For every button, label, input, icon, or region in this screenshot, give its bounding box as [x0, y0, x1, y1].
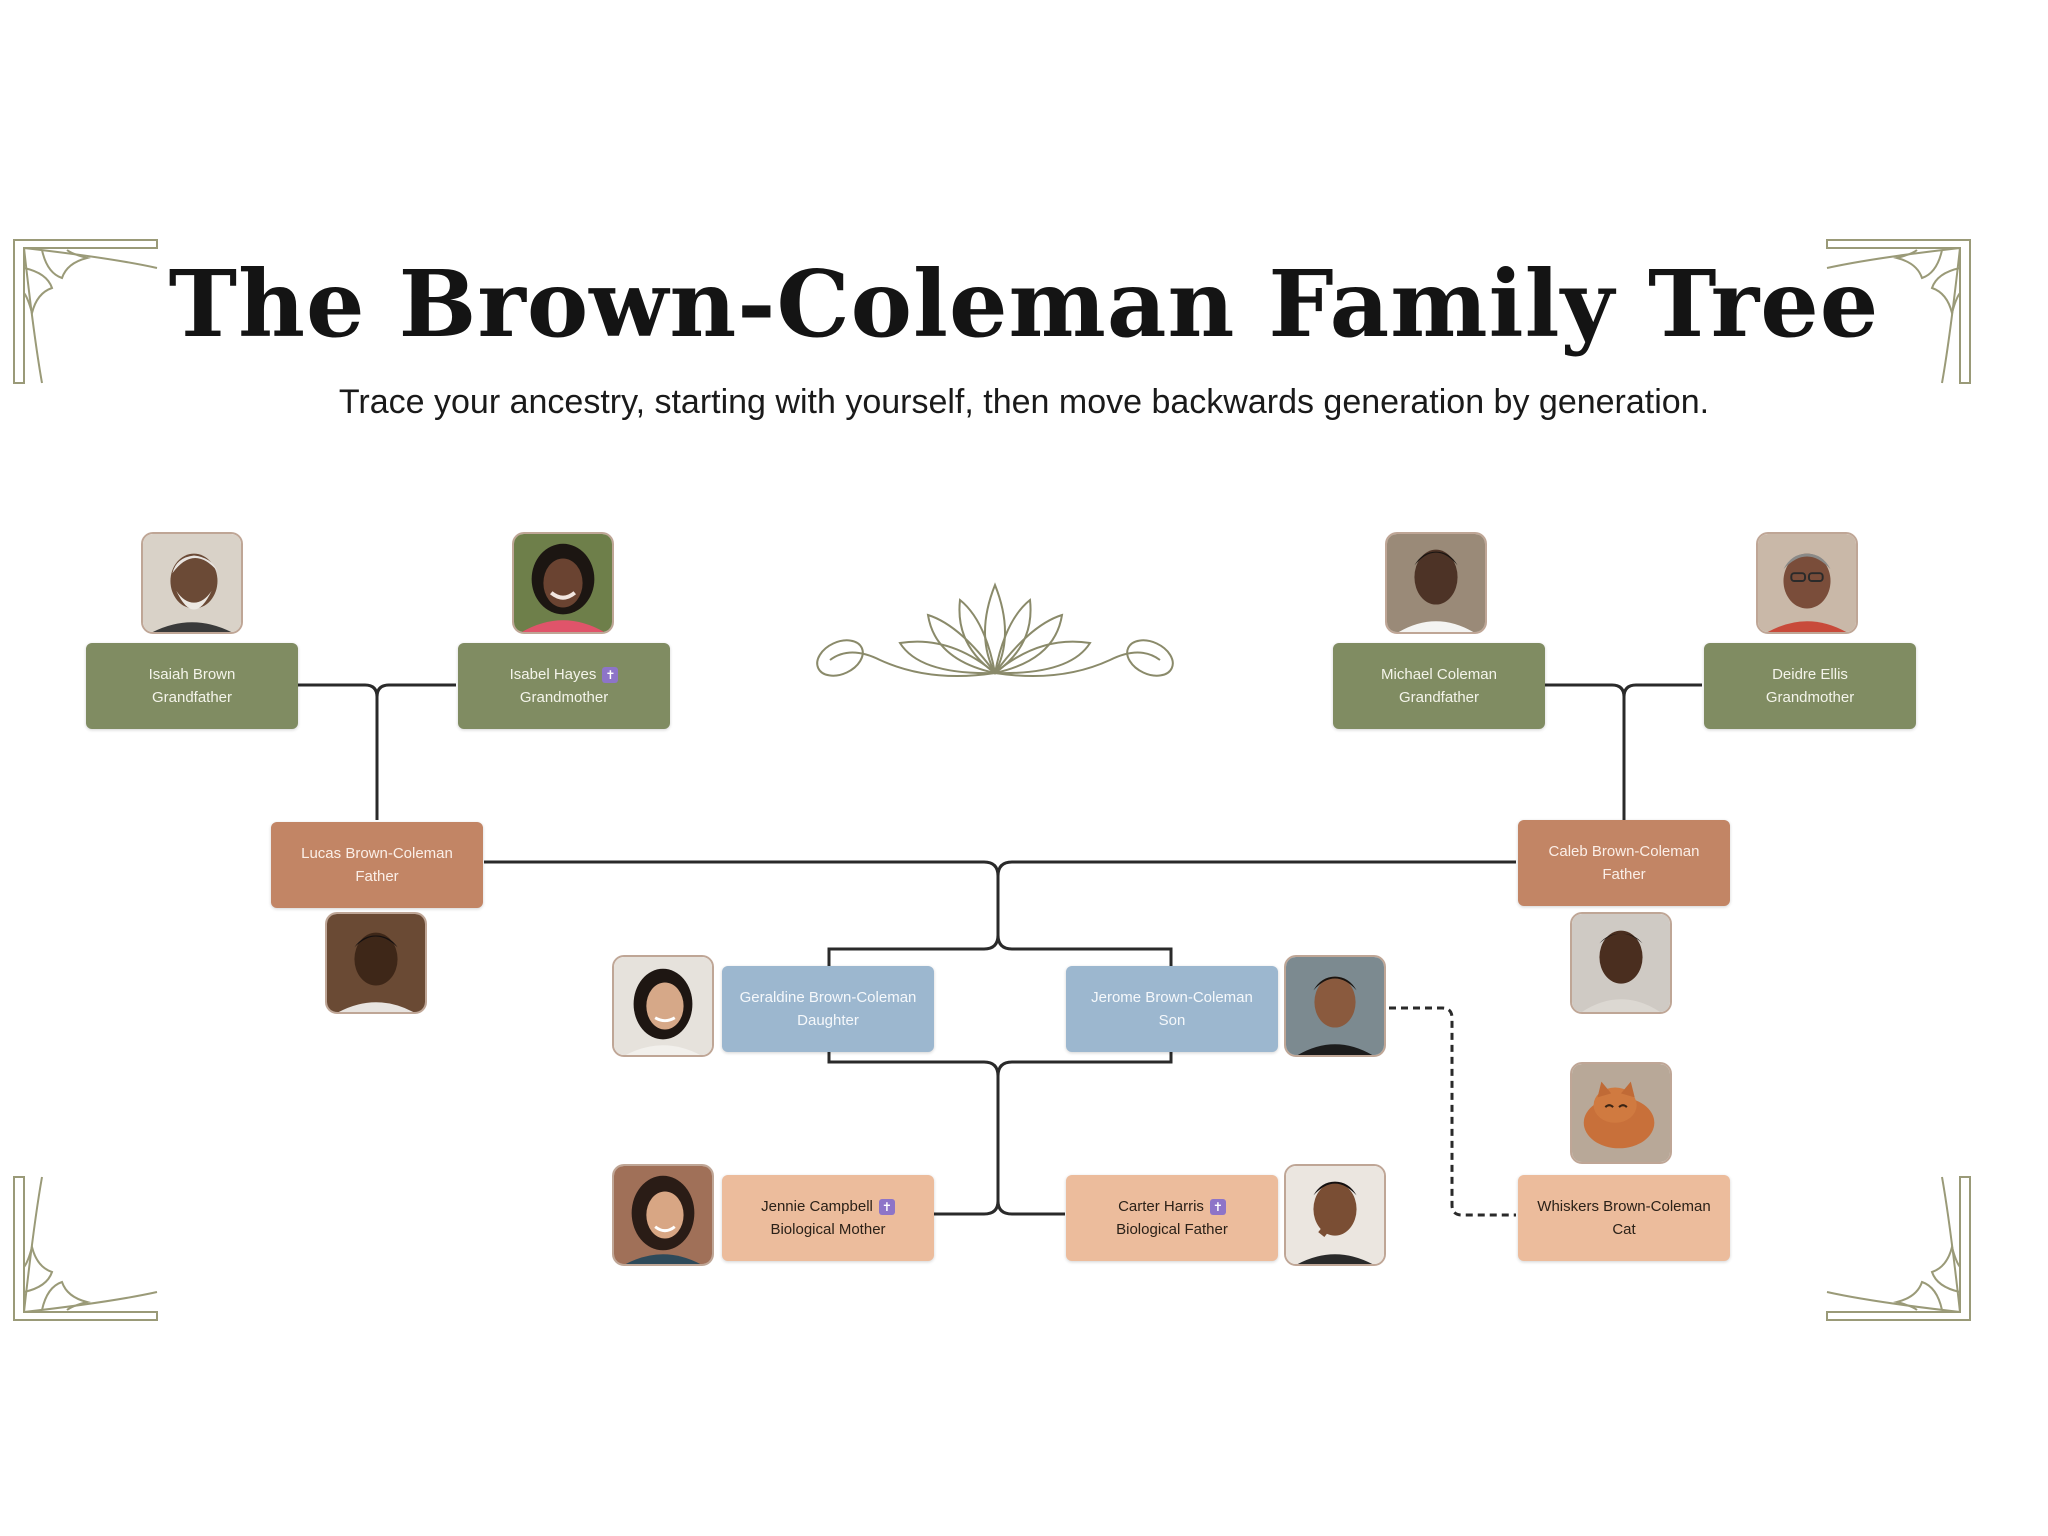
page-title: The Brown-Coleman Family Tree: [168, 250, 1880, 358]
page-subtitle: Trace your ancestry, starting with yours…: [338, 383, 1710, 421]
person-name: Michael Coleman: [1381, 666, 1497, 683]
person-role: Daughter: [797, 1012, 859, 1029]
person-name: Jerome Brown-Coleman: [1091, 989, 1253, 1006]
corner-flourish-icon: [1826, 239, 1971, 384]
person-name: Caleb Brown-Coleman: [1548, 843, 1700, 860]
person-card-michael[interactable]: Michael Coleman Grandfather: [1333, 643, 1545, 729]
portrait-lucas[interactable]: [325, 912, 427, 1014]
person-role: Cat: [1612, 1221, 1636, 1238]
corner-flourish-icon: [1826, 1176, 1971, 1321]
person-role: Grandmother: [1765, 689, 1855, 706]
person-name: Jennie Campbell: [761, 1198, 873, 1215]
person-card-isabel[interactable]: Isabel Hayes ✝ Grandmother: [458, 643, 670, 729]
lotus-icon: [816, 582, 1174, 677]
person-card-carter[interactable]: Carter Harris ✝ Biological Father: [1066, 1175, 1278, 1261]
person-role: Father: [1602, 866, 1646, 883]
person-role: Biological Mother: [770, 1221, 886, 1238]
portrait-whiskers[interactable]: [1570, 1062, 1672, 1164]
person-name: Lucas Brown-Coleman: [301, 845, 453, 862]
person-name: Whiskers Brown-Coleman: [1537, 1198, 1711, 1215]
corner-flourish-icon: [13, 239, 158, 384]
person-card-whiskers[interactable]: Whiskers Brown-Coleman Cat: [1518, 1175, 1730, 1261]
portrait-jennie[interactable]: [612, 1164, 714, 1266]
person-role: Grandfather: [1398, 689, 1480, 706]
person-name: Carter Harris: [1118, 1198, 1204, 1215]
person-name: Geraldine Brown-Coleman: [739, 989, 917, 1006]
person-card-geraldine[interactable]: Geraldine Brown-Coleman Daughter: [722, 966, 934, 1052]
portrait-michael[interactable]: [1385, 532, 1487, 634]
portrait-deidre[interactable]: [1756, 532, 1858, 634]
person-role: Grandmother: [519, 689, 609, 706]
person-card-jennie[interactable]: Jennie Campbell ✝ Biological Mother: [722, 1175, 934, 1261]
portrait-isabel[interactable]: [512, 532, 614, 634]
person-card-lucas[interactable]: Lucas Brown-Coleman Father: [271, 822, 483, 908]
person-name: Isaiah Brown: [148, 666, 236, 683]
portrait-carter[interactable]: [1284, 1164, 1386, 1266]
portrait-isaiah[interactable]: [141, 532, 243, 634]
person-name: Deidre Ellis: [1772, 666, 1848, 683]
person-card-deidre[interactable]: Deidre Ellis Grandmother: [1704, 643, 1916, 729]
cross-icon: ✝: [602, 666, 619, 683]
cross-icon: ✝: [1209, 1198, 1226, 1215]
person-card-isaiah[interactable]: Isaiah Brown Grandfather: [86, 643, 298, 729]
portrait-caleb[interactable]: [1570, 912, 1672, 1014]
cross-icon: ✝: [878, 1198, 895, 1215]
person-card-jerome[interactable]: Jerome Brown-Coleman Son: [1066, 966, 1278, 1052]
corner-flourish-icon: [13, 1176, 158, 1321]
person-card-caleb[interactable]: Caleb Brown-Coleman Father: [1518, 820, 1730, 906]
person-role: Father: [355, 868, 399, 885]
portrait-geraldine[interactable]: [612, 955, 714, 1057]
person-role: Grandfather: [151, 689, 233, 706]
person-name: Isabel Hayes: [509, 666, 597, 683]
portrait-jerome[interactable]: [1284, 955, 1386, 1057]
person-role: Biological Father: [1116, 1221, 1228, 1238]
person-role: Son: [1158, 1012, 1186, 1029]
